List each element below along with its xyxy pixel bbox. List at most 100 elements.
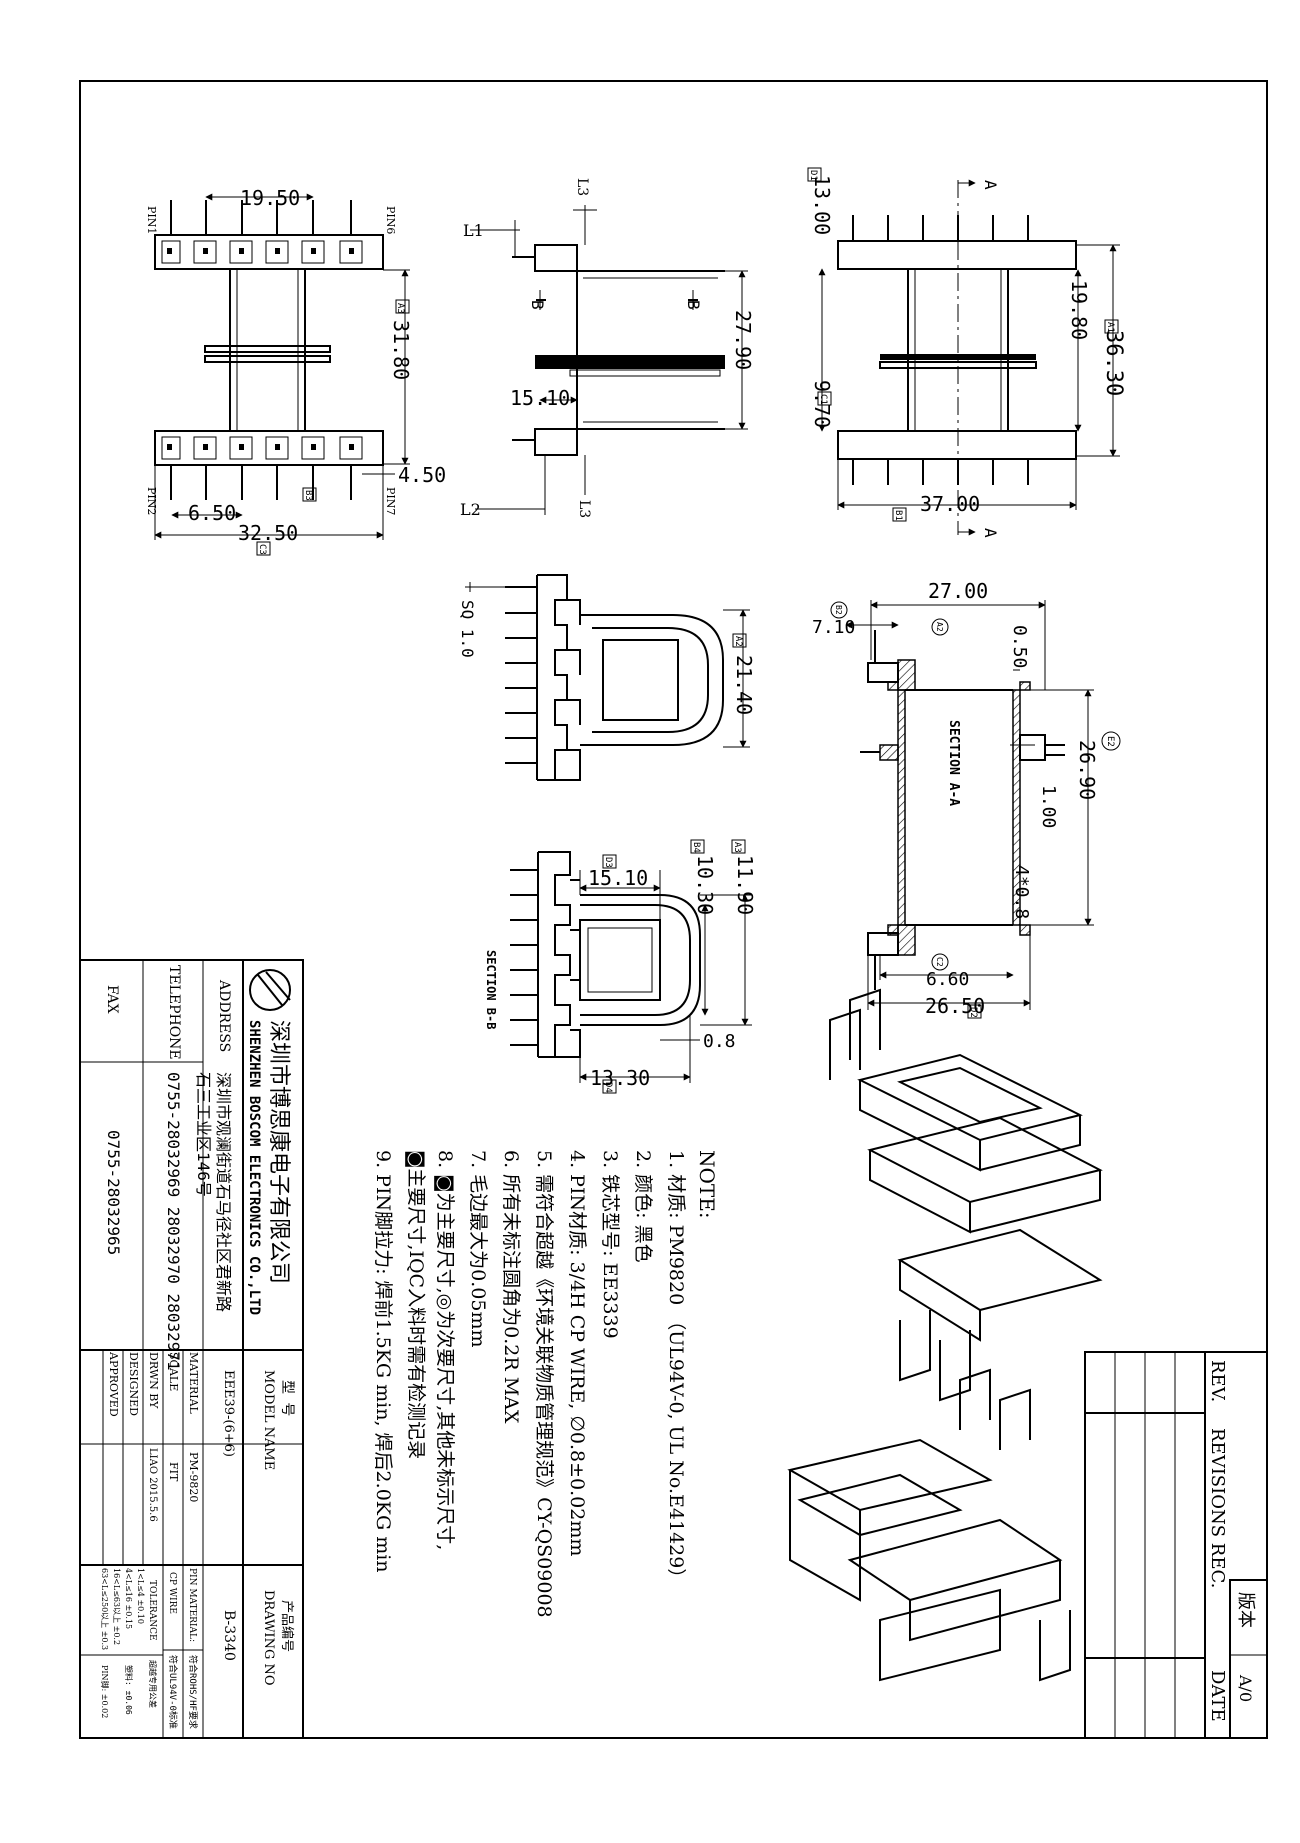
tag-d4: D4 [603, 1082, 613, 1093]
notes-title: NOTE: [695, 1150, 719, 1219]
company-logo [249, 969, 291, 1011]
tol-1: 1<L≤4 ±0.10 [136, 1568, 145, 1624]
fax-label: FAX [104, 985, 120, 1014]
tag-b4: B4 [691, 842, 701, 853]
dim-21-40: 21.40 [732, 655, 756, 715]
dim-32-50: 32.50 [238, 521, 298, 545]
isometric-view-top [829, 988, 1103, 1402]
model-cn-label: 型 号 [279, 1380, 295, 1416]
dim-11-90: 11.90 [733, 855, 757, 915]
sheet-border [79, 80, 1268, 1739]
drwn-label: DRWN BY [147, 1352, 160, 1409]
tol-plastic: 塑料: ±0.06 [124, 1665, 134, 1715]
b-right-label: B [684, 300, 703, 310]
ul-note: 符合UL94V-0标准 [167, 1655, 179, 1729]
dim-19-80: 19.80 [1067, 280, 1091, 340]
top-view: 21.40 A2 SQ 1.0 [458, 574, 756, 781]
isometric-view-bottom [787, 1368, 1071, 1682]
note-4: 4. PIN材质: 3/4H CP WIRE, ∅0.8±0.02mm [566, 1150, 588, 1556]
pin-material-label: PIN MATERIAL: [187, 1568, 197, 1642]
tol-pin: PIN脚: ±0.02 [100, 1665, 110, 1718]
telephone-value: 0755-28032969 28032970 28032971 [164, 1072, 183, 1371]
note-6: 6. 所有未标注圆角为0.2R MAX [500, 1150, 522, 1424]
tag-a3-b: A3 [732, 842, 742, 853]
tol-3: 16<L≤63以上 ±0.2 [112, 1568, 121, 1645]
dim-6-50: 6.50 [188, 501, 236, 525]
address-label: ADDRESS [216, 979, 232, 1052]
note-8: 8. ◙为主要尺寸,◎为次要尺寸,其他未标示尺寸, [434, 1150, 456, 1550]
dim-13-30: 13.30 [590, 1066, 650, 1090]
tag-a1: A1 [1105, 322, 1115, 333]
dim-0-8: 0.8 [703, 1031, 736, 1052]
right-view: A A 13.00 19.80 36.30 9.70 37.00 A1 B1 D… [807, 167, 1126, 538]
tag-d3: D3 [603, 857, 613, 868]
dim-36-30: 36.30 [1101, 330, 1126, 396]
note-9: 9. PIN脚拉力: 焊前1.5KG min, 焊后2.0KG min [372, 1150, 394, 1573]
version-value: A/0 [1236, 1674, 1255, 1702]
company-name-cn: 深圳市博思康电子有限公司 [266, 1020, 291, 1284]
designed-label: DESIGNED [127, 1352, 140, 1416]
section-b-b: SECTION B-B 15.10 10.30 11.90 0.8 13.30 … [484, 839, 757, 1094]
drawing-no-label: DRAWING NO [261, 1590, 276, 1686]
company-name-en: SHENZHEN BOSCOM ELECTRONICS CO.,LTD [246, 1020, 262, 1315]
dim-15-10: 15.10 [588, 866, 648, 890]
tag-d1: D1 [808, 170, 818, 181]
dim-10-30: 10.30 [693, 855, 717, 915]
drwn-value: LIAO 2015.5.6 [147, 1448, 158, 1522]
pin2-label: PIN2 [145, 487, 158, 515]
l1-label: L1 [463, 221, 484, 240]
a-bottom-label: A [981, 528, 1000, 538]
rohs-note: 符合ROHS/HF要求 [187, 1655, 199, 1729]
notes-block: NOTE: 1. 材质: PM9820 （UL94V-0, UL No.E414… [372, 1150, 719, 1618]
address-line-1: 深圳市观澜街道石马径社区君新路 [214, 1072, 233, 1312]
b-left-label: B [528, 300, 547, 310]
tag-b3: B3 [303, 490, 313, 501]
note-7: 7. 毛边最大为0.05mm [467, 1150, 489, 1348]
section-a-a: SECTION A-A 27.00 7.10 0.50 26.90 1.00 4… [812, 579, 1121, 1019]
dim-26-90: 26.90 [1075, 740, 1099, 800]
model-value: EEE39-(6+6) [221, 1370, 236, 1457]
note-1: 1. 材质: PM9820 （UL94V-0, UL No.E41429） [665, 1150, 687, 1587]
tolerance-note: 超越专用公差 [148, 1660, 158, 1708]
dim-7-10: 7.10 [812, 617, 855, 638]
l3-top-label: L3 [574, 178, 590, 196]
date-header: DATE [1207, 1670, 1228, 1722]
material-label: MATERIAL [187, 1352, 200, 1415]
dim-9-70: 9.70 [810, 380, 834, 428]
note-8b: ◙主要尺寸,IQC入料时需有检测记录 [405, 1150, 427, 1459]
dim-27-00: 27.00 [928, 579, 988, 603]
a-top-label: A [981, 180, 1000, 190]
tag-b1: B1 [893, 510, 903, 521]
drawing-cn-label: 产品编号 [279, 1600, 294, 1652]
scale-value: FIT [167, 1462, 180, 1482]
dim-27-90: 27.90 [731, 310, 755, 370]
dim-19-50: 19.50 [240, 186, 300, 210]
tag-a2: A2 [733, 636, 743, 647]
tag-d2: D2 [968, 1007, 978, 1018]
pin-material-value: CP WIRE [167, 1572, 177, 1614]
note-2: 2. 颜色: 黑色 [632, 1150, 654, 1263]
tol-2: 4<L≤16 ±0.15 [124, 1568, 133, 1629]
tag-c3: C3 [257, 544, 267, 555]
note-3: 3. 铁芯型号: EE3339 [599, 1150, 621, 1339]
tag-c1: C1 [818, 394, 828, 405]
dim-sq-1-0: SQ 1.0 [458, 600, 477, 658]
pin1-label: PIN1 [145, 206, 158, 234]
pin6-label: PIN6 [384, 206, 397, 234]
dim-26-50: 26.50 [925, 994, 985, 1018]
dim-31-80: 31.80 [389, 320, 413, 380]
dim-37-00: 37.00 [920, 492, 980, 516]
scale-label: SCALE [167, 1352, 180, 1391]
side-view: 27.90 15.10 L1 L3 L2 L3 B B [460, 178, 755, 519]
front-view: 19.50 31.80 4.50 6.50 32.50 PIN1 PIN6 PI… [145, 186, 446, 556]
fax-value: 0755-28032965 [104, 1130, 123, 1255]
model-label: MODEL NAME [261, 1370, 276, 1470]
tolerance-label: TOLERANCE [147, 1580, 157, 1641]
tol-4: 63<L≤250以上 ±0.3 [100, 1568, 109, 1650]
tag-c2: C2 [935, 957, 944, 967]
dim-1-00: 1.00 [1038, 785, 1059, 828]
dim-13-00: 13.00 [810, 175, 834, 235]
material-value: PM-9820 [187, 1452, 200, 1502]
